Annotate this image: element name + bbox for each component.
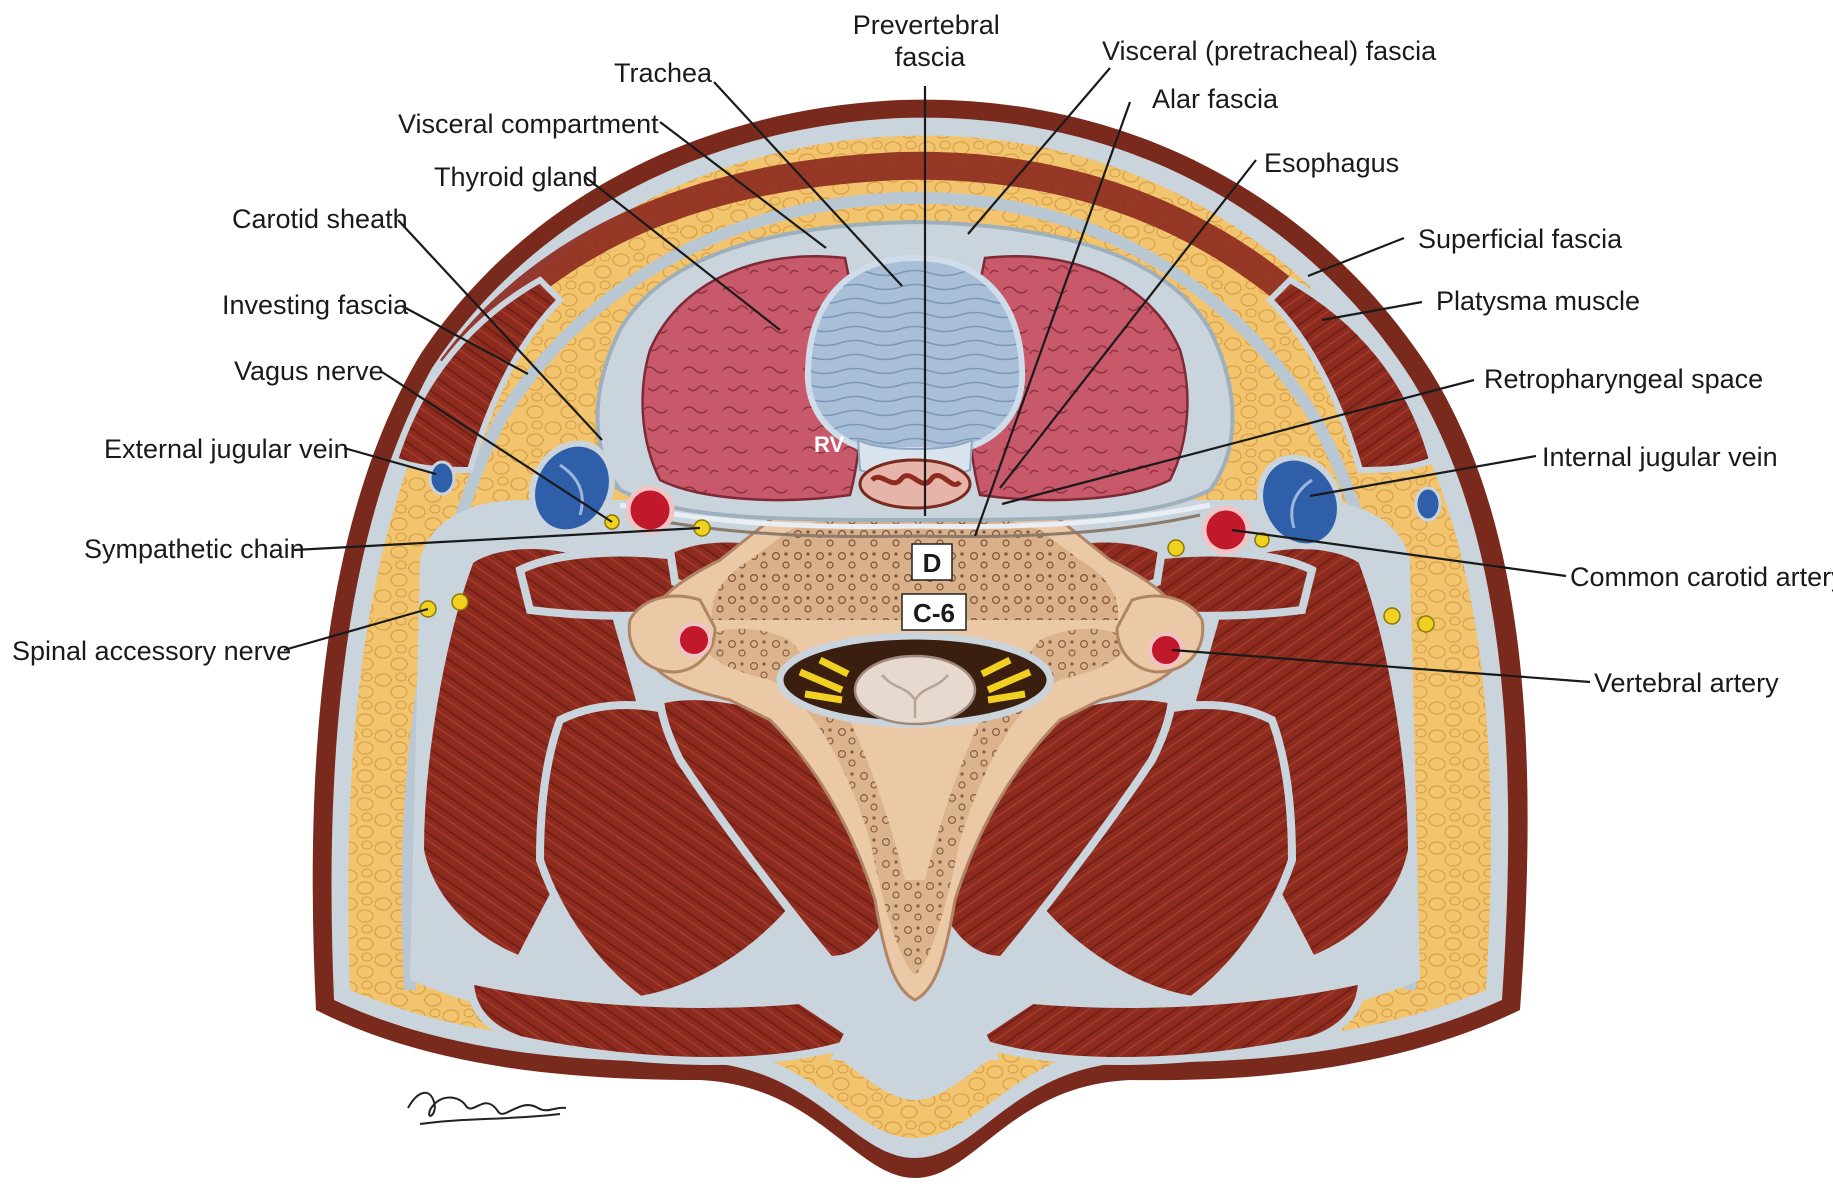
label-alar-fascia: Alar fascia (1152, 84, 1279, 114)
spinal-accessory-nerve-left-b (452, 594, 468, 610)
label-superficial-fascia: Superficial fascia (1418, 224, 1623, 254)
visceral-compartment (598, 222, 1233, 537)
common-carotid-artery-left (628, 488, 672, 532)
marker-c6: C-6 (913, 598, 955, 628)
label-prevertebral-fascia-line1: Prevertebral (853, 10, 1000, 40)
label-retropharyngeal-space: Retropharyngeal space (1484, 364, 1763, 394)
external-jugular-vein-left (430, 462, 454, 494)
marker-d: D (923, 548, 942, 578)
label-sympathetic-chain: Sympathetic chain (84, 534, 305, 564)
spinal-accessory-nerve-right (1384, 608, 1400, 624)
common-carotid-artery-right (1204, 508, 1248, 552)
marker-rv: RV (814, 432, 844, 457)
sympathetic-chain-right (1168, 540, 1184, 556)
label-platysma-muscle: Platysma muscle (1436, 286, 1640, 316)
label-external-jugular-vein: External jugular vein (104, 434, 349, 464)
label-common-carotid-artery: Common carotid artery (1570, 562, 1833, 592)
vertebral-artery-left (678, 624, 710, 656)
label-esophagus: Esophagus (1264, 148, 1399, 178)
label-spinal-accessory-nerve: Spinal accessory nerve (12, 636, 291, 666)
label-internal-jugular-vein: Internal jugular vein (1542, 442, 1778, 472)
label-prevertebral-fascia-line2: fascia (895, 42, 967, 72)
label-thyroid-gland: Thyroid gland (434, 162, 598, 192)
trachea-ring (808, 258, 1022, 450)
label-vertebral-artery: Vertebral artery (1594, 668, 1779, 698)
external-jugular-vein-right (1416, 488, 1440, 520)
label-visceral-compartment: Visceral compartment (398, 109, 659, 139)
label-visceral-pretracheal-fascia: Visceral (pretracheal) fascia (1102, 36, 1437, 66)
spinal-accessory-nerve-right-b (1418, 616, 1434, 632)
label-trachea: Trachea (614, 58, 713, 88)
artist-signature (408, 1093, 566, 1124)
label-carotid-sheath: Carotid sheath (232, 204, 408, 234)
label-investing-fascia: Investing fascia (222, 290, 409, 320)
label-prevertebral-fascia: Prevertebral fascia (853, 10, 1008, 72)
label-vagus-nerve: Vagus nerve (234, 356, 384, 386)
